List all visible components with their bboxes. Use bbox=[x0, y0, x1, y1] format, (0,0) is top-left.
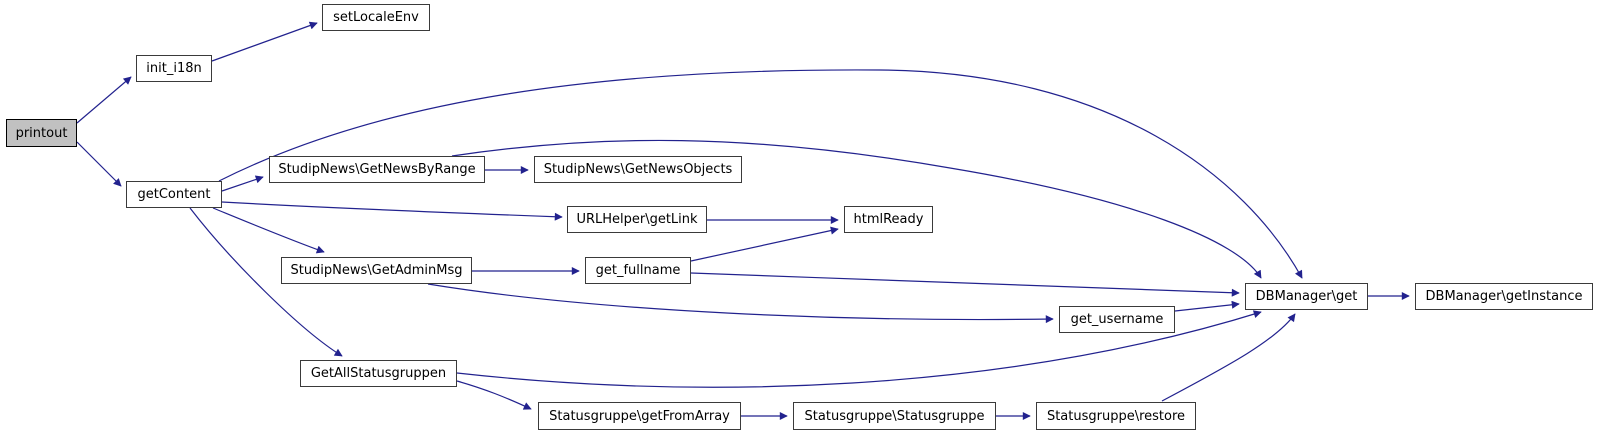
node-get-all-statusgruppen[interactable]: GetAllStatusgruppen bbox=[300, 360, 457, 387]
node-html-ready[interactable]: htmlReady bbox=[844, 206, 933, 233]
edge-getAllStatusgruppen-to-getFromArray bbox=[456, 380, 532, 410]
node-get-admin-msg[interactable]: StudipNews\GetAdminMsg bbox=[281, 257, 472, 284]
edge-getContent-to-getAdminMsg bbox=[212, 207, 325, 254]
node-get-news-objects[interactable]: StudipNews\GetNewsObjects bbox=[534, 156, 742, 183]
node-dbmanager-get[interactable]: DBManager\get bbox=[1245, 283, 1368, 310]
node-get-from-array[interactable]: Statusgruppe\getFromArray bbox=[538, 402, 741, 430]
edge-restore-to-dbGet bbox=[1161, 313, 1296, 402]
node-get-username[interactable]: get_username bbox=[1059, 306, 1175, 333]
edge-get_fullname-to-htmlReady bbox=[690, 226, 839, 262]
edge-getContent-to-getNewsByRange bbox=[221, 175, 264, 192]
node-statusgruppe-restore[interactable]: Statusgruppe\restore bbox=[1036, 402, 1196, 430]
node-init-i18n[interactable]: init_i18n bbox=[136, 55, 212, 82]
node-dbmanager-get-instance[interactable]: DBManager\getInstance bbox=[1415, 283, 1593, 310]
edge-get_username-to-dbGet bbox=[1174, 300, 1240, 312]
node-printout[interactable]: printout bbox=[6, 119, 77, 147]
edge-get_fullname-to-dbGet bbox=[690, 272, 1240, 297]
node-statusgruppe-ctor[interactable]: Statusgruppe\Statusgruppe bbox=[793, 402, 996, 430]
edge-printout-to-init_i18n bbox=[76, 76, 132, 124]
node-urlhelper-get-link[interactable]: URLHelper\getLink bbox=[567, 206, 707, 233]
edge-printout-to-getContent bbox=[76, 141, 122, 187]
edge-getContent-to-getLink bbox=[221, 201, 563, 221]
node-set-locale-env[interactable]: setLocaleEnv bbox=[322, 4, 430, 31]
node-get-content[interactable]: getContent bbox=[126, 181, 222, 208]
edge-getAdminMsg-to-get_username bbox=[427, 283, 1054, 324]
node-get-news-by-range[interactable]: StudipNews\GetNewsByRange bbox=[269, 156, 485, 183]
node-get-fullname[interactable]: get_fullname bbox=[585, 257, 691, 284]
edge-init_i18n-to-setLocaleEnv bbox=[211, 21, 318, 62]
